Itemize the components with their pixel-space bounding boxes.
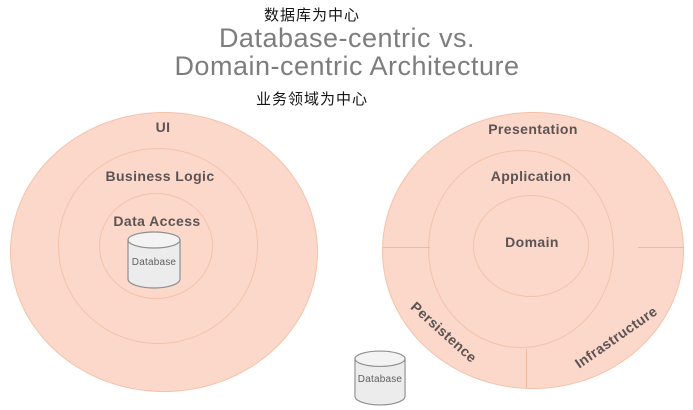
external-database-cylinder-icon [354,350,406,410]
title-line-1: Database-centric vs. [218,23,476,53]
presentation-ring-label: Presentation [488,121,578,137]
ui-ring-label: UI [155,119,171,135]
page-title: Database-centric vs. Domain-centric Arch… [174,24,519,80]
segment-divider-left [383,247,430,248]
right-database-label: Database [357,374,403,385]
database-centric-zh-label: 数据库为中心 [263,7,361,24]
application-ring-label: Application [490,168,572,184]
database-cylinder-icon [127,231,181,294]
domain-centric-zh-label: 业务领域为中心 [255,91,369,108]
data-access-ring-label: Data Access [113,213,201,229]
title-line-2: Domain-centric Architecture [174,51,520,81]
segment-divider-right [638,247,684,248]
left-database-label: Database [131,257,177,268]
segment-divider-bottom [526,349,527,388]
right-inner-ring-domain [473,195,589,297]
domain-ring-label: Domain [505,234,559,250]
business-logic-ring-label: Business Logic [105,168,215,184]
